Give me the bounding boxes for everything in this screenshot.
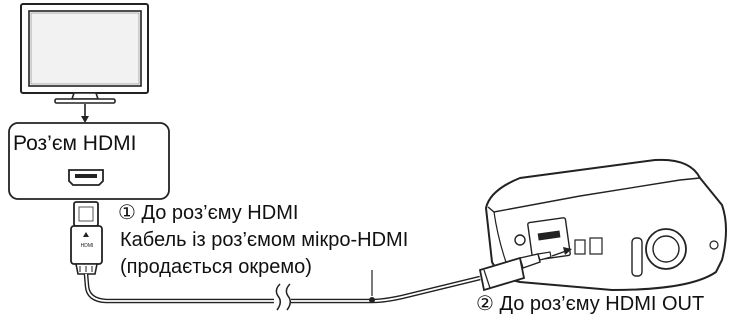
micro-hdmi-plug-icon bbox=[478, 251, 552, 292]
step1-label: ① До роз’єму HDMI bbox=[118, 202, 299, 224]
hdmi-port-icon bbox=[68, 169, 104, 186]
cable-label: Кабель із роз’ємом мікро-HDMI bbox=[120, 229, 409, 251]
tv-icon bbox=[20, 3, 149, 104]
sold-separately-label: (продається окремо) bbox=[120, 256, 312, 278]
tv-port-box bbox=[8, 122, 170, 200]
hdmi-plug-icon: HDMI bbox=[70, 201, 103, 275]
hdmi-cable bbox=[83, 270, 481, 311]
plug-marking: HDMI bbox=[81, 243, 94, 249]
down-arrow-icon bbox=[81, 104, 89, 123]
step2-label: ② До роз’єму HDMI OUT bbox=[476, 293, 705, 315]
tv-port-label: Роз’єм HDMI bbox=[13, 132, 137, 155]
insert-arrow-icon bbox=[551, 247, 572, 257]
